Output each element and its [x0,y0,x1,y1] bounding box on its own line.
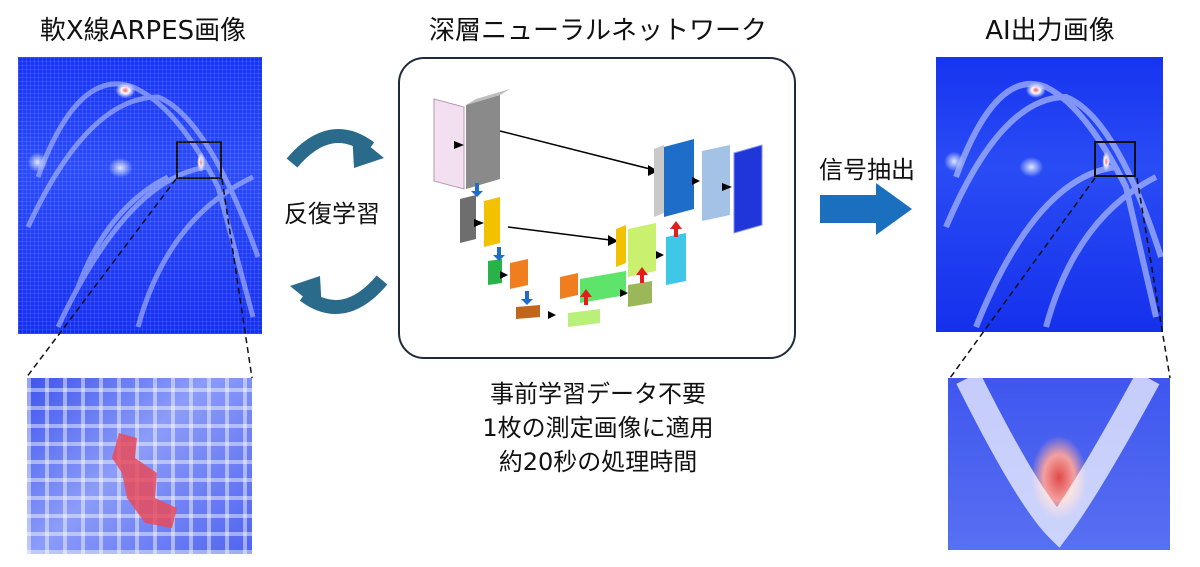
band-lines [943,80,1163,329]
note-no-pretraining: 事前学習データ不要 [490,380,706,408]
input-image-title: 軟X線ARPES画像 [39,16,247,46]
unet-architecture [433,89,763,327]
zoom-region-frame [1094,141,1136,177]
zoom-raw-image [27,378,252,554]
cycle-arrow-top-icon [286,129,384,168]
input-arpes-image [18,57,262,334]
note-single-image: 1枚の測定画像に適用 [482,414,714,442]
extract-arrow-icon [820,183,912,235]
band-lines [25,81,261,329]
v-band [956,378,1160,548]
output-ai-image [936,57,1163,332]
signal-extraction-label: 信号抽出 [819,156,915,184]
note-processing-time: 約20秒の処理時間 [498,448,698,476]
network-title: 深層ニューラルネットワーク [428,16,767,46]
output-image-title: AI出力画像 [985,16,1115,46]
iterative-learning-label: 反復学習 [284,200,380,228]
neural-network-diagram [398,57,796,359]
zoom-region-frame [176,141,222,179]
red-signal-region [112,433,177,528]
zoom-ai-image [948,378,1170,550]
cycle-arrow-bottom-icon [290,275,388,314]
